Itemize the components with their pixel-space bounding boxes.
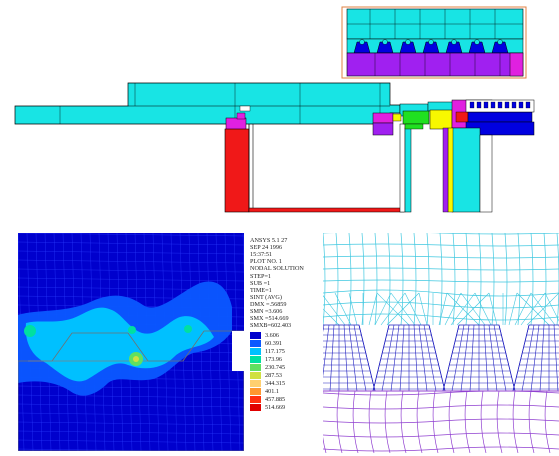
hot-spot <box>184 325 192 333</box>
inset-teeth-row <box>346 38 524 54</box>
legend-swatch <box>250 348 261 355</box>
mini-tooth <box>511 101 517 109</box>
legend-scale-entry: 3.606 <box>250 332 326 340</box>
legend-swatch <box>250 356 261 363</box>
right-assembly <box>372 99 535 213</box>
legend-scale-entry: 60.391 <box>250 340 326 348</box>
right-posts <box>399 123 412 213</box>
legend-header-line: SMN =3.606 <box>250 308 283 315</box>
main-body <box>14 82 401 125</box>
legend-scale-entry: 287.53 <box>250 372 326 380</box>
hot-spot <box>128 326 136 334</box>
legend-swatch <box>250 396 261 403</box>
legend-header-line: NODAL SOLUTION <box>250 265 304 273</box>
legend-value: 514.669 <box>265 404 286 411</box>
legend-header-line: SEP 24 1996 <box>250 244 283 252</box>
contour-gap <box>232 331 244 371</box>
mesh-tooth <box>372 324 446 392</box>
legend-value: 173.96 <box>265 356 283 363</box>
legend-header-line: PLOT NO. 1 <box>250 258 283 266</box>
inset-upper-body <box>346 8 524 40</box>
legend-header-line: SMXB=602.403 <box>250 322 292 330</box>
legend-value: 344.315 <box>265 380 286 387</box>
legend-value: 287.53 <box>265 372 283 379</box>
legend-header-line: ANSYS 5.1 27 <box>250 237 288 244</box>
legend-scale-entry: 117.175 <box>250 348 326 356</box>
legend-scale-entry: 514.669 <box>250 404 326 412</box>
legend-header-line: SINT (AVG) <box>250 293 282 301</box>
legend-scale-entry: 230.745 <box>250 364 326 372</box>
legend-scale-entry: 457.885 <box>250 396 326 404</box>
legend-value: 401.1 <box>265 388 279 395</box>
mesh-tooth <box>512 324 559 392</box>
legend-scale-entry: 173.96 <box>250 356 326 364</box>
mesh-tooth <box>442 324 516 392</box>
legend-header-line: 15:37:51 <box>250 251 273 259</box>
contour-band-mid <box>25 307 214 382</box>
legend-header-line: TIME=1 <box>250 286 272 294</box>
legend-swatch <box>250 388 261 395</box>
left-red-block <box>224 112 254 213</box>
legend-scale-entry: 401.1 <box>250 388 326 396</box>
mini-tooth <box>469 101 475 109</box>
mini-tooth <box>497 101 503 109</box>
legend-value: 117.175 <box>265 348 285 355</box>
mini-tooth <box>483 101 489 109</box>
legend-value: 230.745 <box>265 364 286 371</box>
mini-tooth <box>476 101 482 109</box>
mini-tooth <box>504 101 510 109</box>
bottom-red-strip <box>248 207 405 213</box>
right-assembly-teeth <box>469 101 531 109</box>
mini-tooth <box>525 101 531 109</box>
zoom-inset-frame <box>341 6 527 79</box>
stress-contour-plot <box>18 233 244 451</box>
hot-spot <box>24 325 36 337</box>
mesh-elements <box>323 233 559 453</box>
contact-profile <box>18 330 244 451</box>
legend-swatch <box>250 332 261 339</box>
inset-lower-body <box>346 52 524 77</box>
mini-tooth <box>490 101 496 109</box>
legend-swatch <box>250 364 261 371</box>
legend-scale-entry: 344.315 <box>250 380 326 388</box>
legend-swatch <box>250 404 261 411</box>
legend-value: 3.606 <box>265 332 279 339</box>
model-cross-section <box>14 6 535 213</box>
legend-value: 457.885 <box>265 396 286 403</box>
legend-header-line: SUB =1 <box>250 279 271 287</box>
mini-tooth <box>518 101 524 109</box>
hot-spot-core <box>133 356 139 362</box>
mesh-tooth <box>323 324 376 392</box>
legend-swatch <box>250 372 261 379</box>
legend-header-line: STEP=1 <box>250 272 272 280</box>
legend-header-line: SMX =514.669 <box>250 315 289 323</box>
legend-value: 60.391 <box>265 340 283 347</box>
legend-swatch <box>250 340 261 347</box>
legend-header-line: DMX =.56859 <box>250 300 287 308</box>
mesh-detail-plot <box>323 233 559 453</box>
legend-swatch <box>250 380 261 387</box>
